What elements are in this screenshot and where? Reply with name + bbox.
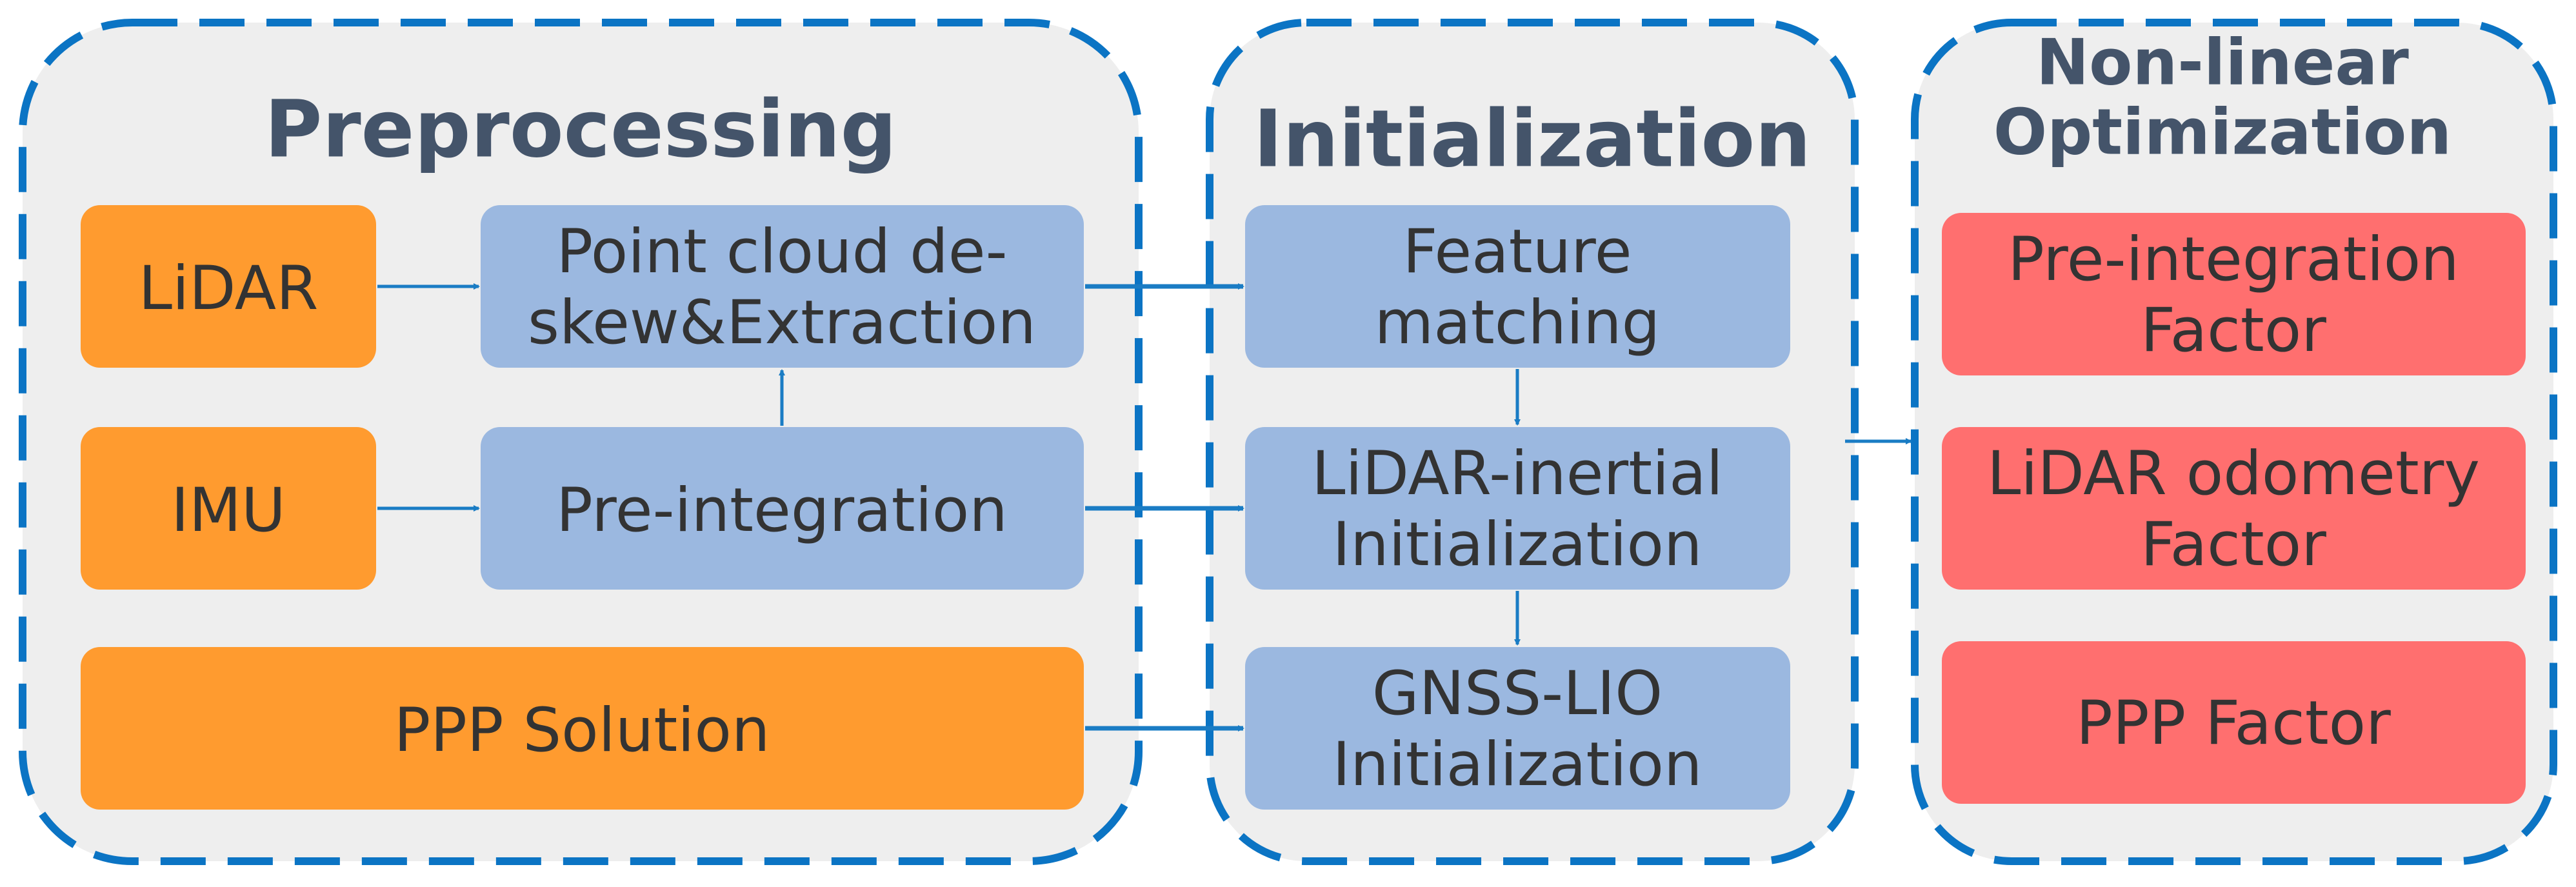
text-line: Non-linear bbox=[2036, 26, 2409, 99]
text-line: PPP Solution bbox=[394, 695, 770, 766]
text-line: Optimization bbox=[1993, 95, 2451, 169]
text-line: PPP Factor bbox=[2076, 688, 2391, 759]
text-line: GNSS-LIO bbox=[1372, 659, 1663, 729]
text-line: Initialization bbox=[1253, 94, 1811, 185]
imu-label: IMU bbox=[171, 475, 286, 546]
text-line: LiDAR-inertial bbox=[1312, 439, 1723, 509]
ppp-factor-label: PPP Factor bbox=[2076, 688, 2391, 759]
text-line: LiDAR bbox=[139, 254, 319, 324]
text-line: Pre-integration bbox=[556, 475, 1008, 546]
arrows bbox=[377, 283, 1912, 732]
imu-box: IMU bbox=[81, 427, 376, 590]
text-line: Pre-integration bbox=[2008, 224, 2459, 295]
text-line: Initialization bbox=[1332, 510, 1702, 580]
ppp-factor-box: PPP Factor bbox=[1942, 641, 2526, 804]
deskew-extraction-box: Point cloud de-skew&Extraction bbox=[481, 205, 1084, 368]
ppp-solution-label: PPP Solution bbox=[394, 695, 770, 766]
deskew-extraction-label: Point cloud de-skew&Extraction bbox=[528, 217, 1036, 358]
pre-integration-label: Pre-integration bbox=[556, 475, 1008, 546]
preprocessing-title: Preprocessing bbox=[265, 84, 897, 175]
text-line: Point cloud de- bbox=[556, 217, 1007, 287]
lidar-box: LiDAR bbox=[81, 205, 376, 368]
text-line: Factor bbox=[2141, 295, 2326, 366]
text-line: Feature bbox=[1403, 217, 1632, 287]
text-line: Initialization bbox=[1332, 730, 1702, 800]
initialization-title: Initialization bbox=[1253, 94, 1811, 185]
text-line: Preprocessing bbox=[265, 84, 897, 175]
text-line: LiDAR odometry bbox=[1987, 439, 2480, 509]
text-line: Factor bbox=[2141, 510, 2326, 580]
ppp-solution-box: PPP Solution bbox=[81, 647, 1084, 810]
text-line: IMU bbox=[171, 475, 286, 546]
pre-integration-box: Pre-integration bbox=[481, 427, 1084, 590]
text-line: skew&Extraction bbox=[528, 288, 1036, 358]
text-line: matching bbox=[1375, 288, 1661, 358]
lidar-label: LiDAR bbox=[139, 254, 319, 324]
